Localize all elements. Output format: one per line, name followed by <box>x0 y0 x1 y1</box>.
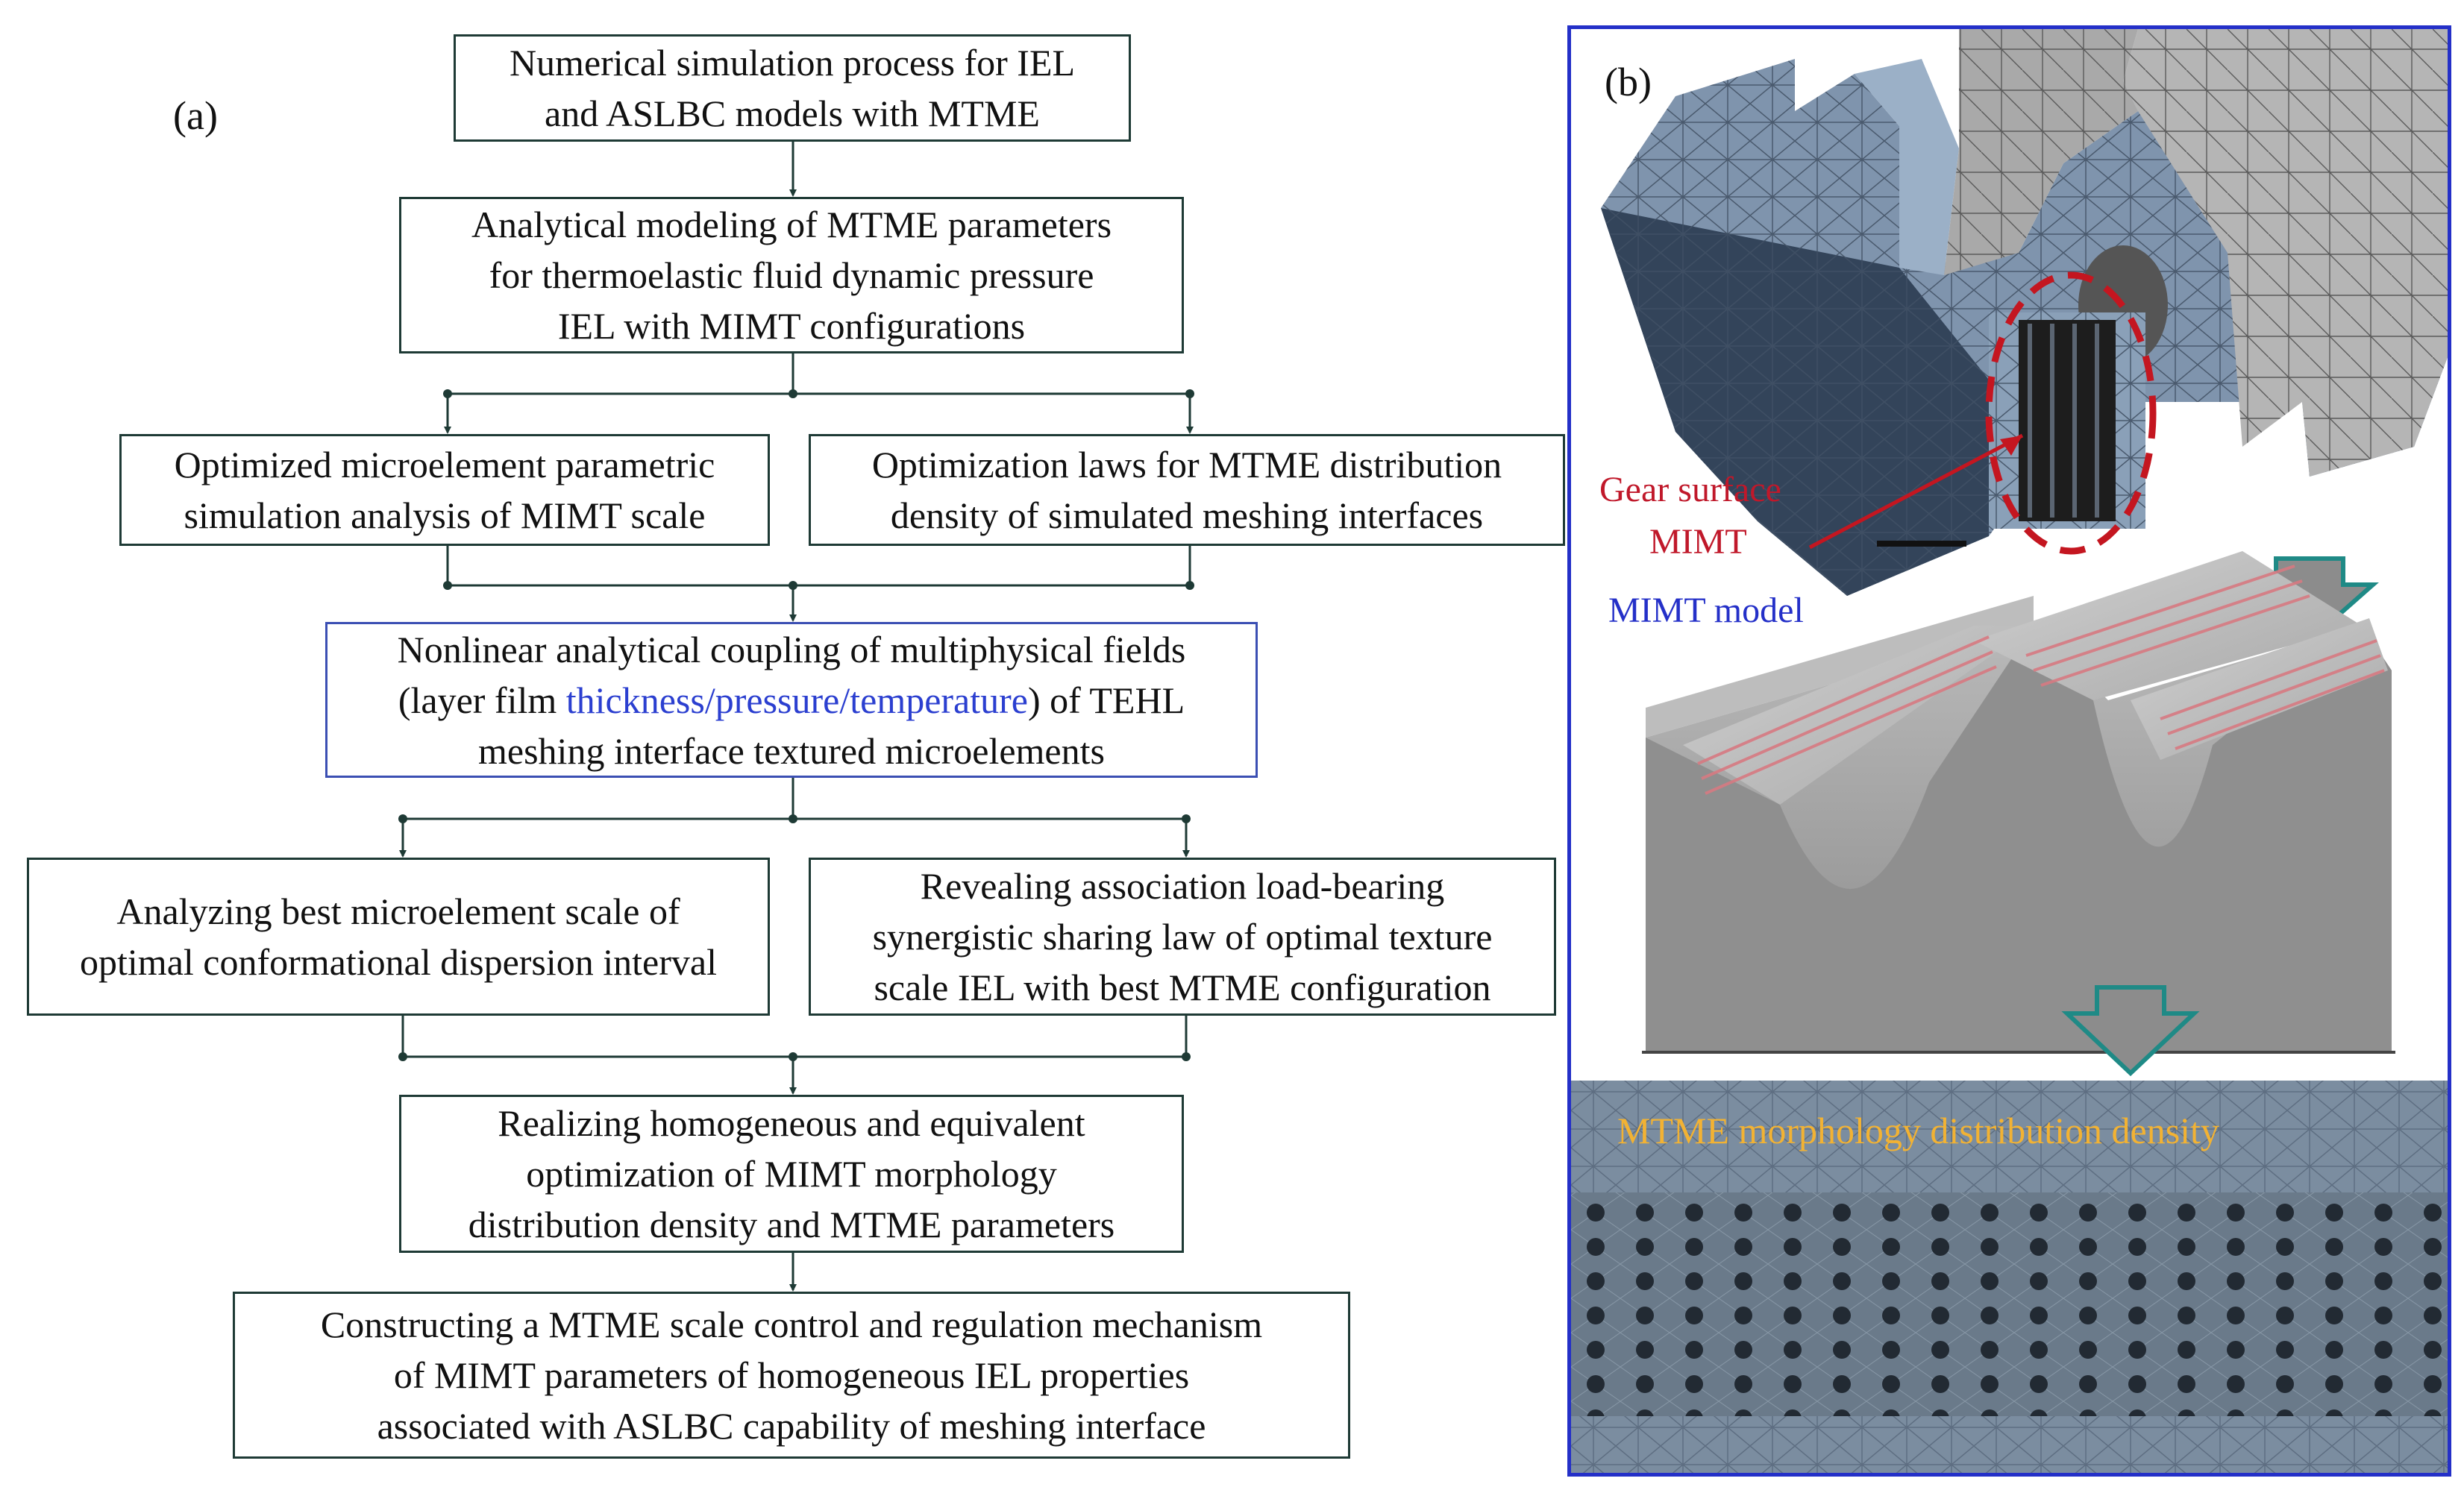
down-arrow-icon <box>2061 985 2200 1077</box>
box-line: Nonlinear analytical coupling of multiph… <box>397 628 1186 670</box>
panel-b-label: (b) <box>1605 60 1652 104</box>
box-line: Analytical modeling of MTME parameters <box>471 204 1112 245</box>
box-line: Constructing a MTME scale control and re… <box>320 1304 1263 1345</box>
box-realizing-homogeneous: Realizing homogeneous and equivalent opt… <box>399 1095 1184 1253</box>
rack-gear-model <box>1642 551 2395 1054</box>
box-line: and ASLBC models with MTME <box>545 92 1040 134</box>
box-line: Numerical simulation process for IEL <box>509 42 1076 84</box>
box-line: Optimized microelement parametric <box>174 444 715 485</box>
box-optimized-microelement: Optimized microelement parametric simula… <box>119 434 770 546</box>
box-line: Analyzing best microelement scale of <box>116 890 680 932</box>
gear-mesh-model <box>1601 29 2448 596</box>
panel-b: (b) Gear surface MIMT MIMT model MTME mo… <box>1567 25 2451 1477</box>
box-revealing-association: Revealing association load-bearing syner… <box>809 858 1556 1016</box>
box-line: optimal conformational dispersion interv… <box>80 941 717 983</box>
box-line: of MIMT parameters of homogeneous IEL pr… <box>393 1354 1190 1396</box>
mimt-model-label: MIMT model <box>1608 591 1804 630</box>
panel-b-illustration <box>1571 29 2448 1473</box>
pointer-line <box>1808 433 2024 550</box>
pointer-arrowhead <box>2000 436 2022 456</box>
box-nonlinear-coupling: Nonlinear analytical coupling of multiph… <box>325 622 1258 778</box>
box-optimization-laws: Optimization laws for MTME distribution … <box>809 434 1565 546</box>
box-line-suffix: ) of TEHL <box>1027 679 1185 721</box>
box-line: simulation analysis of MIMT scale <box>184 494 706 536</box>
box-line: scale IEL with best MTME configuration <box>874 966 1491 1008</box>
box-line: optimization of MIMT morphology <box>526 1153 1057 1195</box>
box-line: associated with ASLBC capability of mesh… <box>377 1405 1206 1447</box>
box-line: Optimization laws for MTME distribution <box>871 444 1502 485</box>
mtme-density-image <box>1571 1081 2448 1473</box>
box-line: distribution density and MTME parameters <box>468 1204 1115 1245</box>
box-line: Realizing homogeneous and equivalent <box>498 1102 1085 1144</box>
box-line: density of simulated meshing interfaces <box>890 494 1484 536</box>
box-line: meshing interface textured microelements <box>478 729 1105 772</box>
box-constructing-mechanism: Constructing a MTME scale control and re… <box>233 1292 1350 1459</box>
mtme-density-label: MTME morphology distribution density <box>1617 1110 2219 1151</box>
box-simulation-process: Numerical simulation process for IEL and… <box>454 34 1131 142</box>
box-line: synergistic sharing law of optimal textu… <box>872 916 1493 958</box>
box-line-prefix: (layer film <box>398 679 566 721</box>
flowchart-connectors <box>398 142 1194 1292</box>
box-line-mixed: (layer film thickness/pressure/temperatu… <box>398 675 1186 726</box>
gear-surface-label: Gear surface <box>1599 470 1781 509</box>
panel-a-label: (a) <box>173 93 218 138</box>
box-line: for thermoelastic fluid dynamic pressure <box>489 254 1094 296</box>
box-line: Revealing association load-bearing <box>920 865 1445 907</box>
box-line: IEL with MIMT configurations <box>557 305 1026 347</box>
box-analyzing-best-scale: Analyzing best microelement scale of opt… <box>27 858 770 1016</box>
box-analytical-modeling: Analytical modeling of MTME parameters f… <box>399 197 1184 353</box>
mimt-highlight-ellipse <box>1985 271 2157 555</box>
mimt-label: MIMT <box>1649 522 1747 562</box>
highlight-text: thickness/pressure/temperature <box>565 679 1028 721</box>
